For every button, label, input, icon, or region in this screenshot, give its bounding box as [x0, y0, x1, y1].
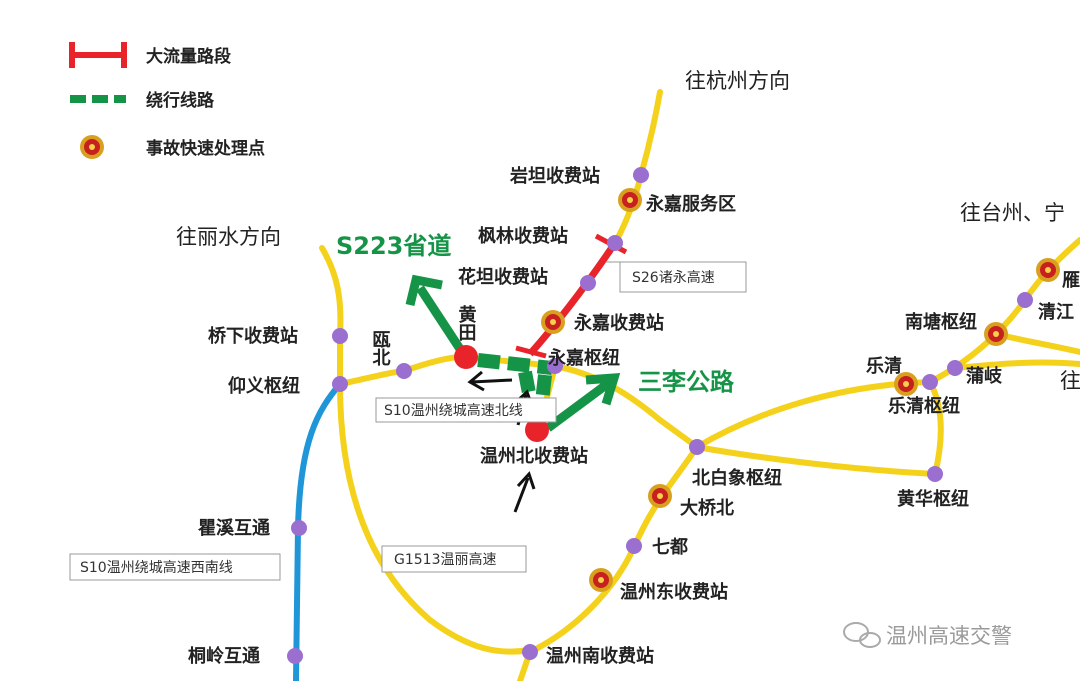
detour-arrows [405, 274, 621, 432]
direction-hangzhou: 往杭州方向 [685, 69, 790, 93]
label-beibaixiang: 北白象枢纽 [692, 467, 782, 489]
node-wenzhou-south [522, 644, 538, 660]
node-tongling [287, 648, 303, 664]
node-puqi [947, 360, 963, 376]
road-name-boxes: S26诸永高速 S10温州绕城高速北线 S10温州绕城高速西南线 G1513温丽… [69, 261, 747, 581]
label-qingjiang: 清江 [1038, 302, 1074, 323]
node-yongjia-hub [547, 358, 563, 374]
direction-lishui: 往丽水方向 [176, 225, 281, 249]
label-nantang: 南塘枢纽 [905, 311, 977, 333]
direction-taizhou: 往台州、宁 [960, 201, 1065, 225]
label-daqiaobei: 大桥北 [680, 497, 734, 519]
road-g1513-north [319, 245, 344, 387]
node-oubei [396, 363, 412, 379]
police-badge-icon [541, 310, 565, 334]
label-wenzhou-east: 温州东收费站 [620, 581, 728, 603]
node-huatan [580, 275, 596, 291]
node-qingjiang [1017, 292, 1033, 308]
node-yueqing-hub [922, 374, 938, 390]
legend: 大流量路段 绕行线路 事故快速处理点 [69, 42, 265, 159]
watermark-text: 温州高速交警 [886, 624, 1012, 648]
road-s10-north [337, 353, 700, 450]
node-huangtian [454, 345, 478, 369]
route-s223: S223省道 [336, 232, 451, 260]
node-qidu [626, 538, 642, 554]
road-yueqing-huanghua [927, 379, 944, 477]
police-badge-icon [648, 484, 672, 508]
road-to-huanghua [694, 444, 938, 477]
node-fenglin [607, 235, 623, 251]
label-yantan: 岩坦收费站 [509, 165, 600, 187]
label-huatan: 花坦收费站 [458, 266, 548, 288]
road-label-g1513: G1513温丽高速 [394, 551, 496, 568]
label-puqi: 蒲岐 [966, 365, 1003, 387]
road-branch-right2 [952, 359, 1080, 371]
label-huanghua: 黄华枢纽 [897, 488, 969, 510]
watermark: 温州高速交警 [843, 622, 1012, 648]
police-badge-icon [618, 188, 642, 212]
legend-heavy-label: 大流量路段 [146, 46, 231, 67]
nodes [287, 167, 1033, 664]
node-yantan [633, 167, 649, 183]
legend-accident-label: 事故快速处理点 [146, 138, 265, 159]
road-s10-southwest [293, 381, 343, 681]
police-badge-icon [1036, 258, 1060, 282]
label-wenzhou-north: 温州北收费站 [480, 445, 588, 467]
police-badge-icons [80, 135, 1060, 592]
police-badge-icon [589, 568, 613, 592]
label-yueqing-hub: 乐清枢纽 [888, 395, 960, 417]
traffic-direction-arrows [467, 370, 536, 513]
direction-right-edge: 往 [1060, 369, 1080, 393]
label-quxi: 瞿溪互通 [198, 518, 270, 539]
label-yongjia-toll: 永嘉收费站 [573, 312, 664, 334]
arrow-sanli [545, 373, 621, 432]
label-fenglin: 枫林收费站 [478, 225, 568, 247]
route-sanli: 三李公路 [638, 368, 735, 396]
road-label-s26: S26诸永高速 [632, 269, 715, 286]
heavy-traffic-segment [515, 233, 628, 359]
legend-heavy-icon [69, 42, 127, 68]
direction-labels: 往杭州方向 往丽水方向 往台州、宁 往 [176, 69, 1080, 393]
wechat-icon [843, 622, 881, 648]
node-qiaoxia [332, 328, 348, 344]
police-badge-icon [894, 372, 918, 396]
road-branch-right [993, 331, 1080, 355]
road-s26-north [612, 89, 663, 246]
label-wenzhou-south: 温州南收费站 [546, 645, 654, 667]
label-yangyi: 仰义枢纽 [228, 375, 300, 397]
label-oubei: 瓯北 [370, 330, 391, 366]
legend-detour-label: 绕行线路 [146, 90, 215, 111]
red-nodes [454, 345, 549, 442]
route-names: S223省道 三李公路 [336, 232, 735, 396]
station-labels: 岩坦收费站 永嘉服务区 枫林收费站 花坦收费站 永嘉收费站 永嘉枢纽 桥下收费站… [188, 165, 1080, 667]
road-label-s10-sw: S10温州绕城高速西南线 [80, 559, 233, 576]
label-yan: 雁 [1062, 270, 1080, 291]
label-yueqing: 乐清 [866, 356, 902, 377]
label-huangtian: 黄田 [456, 304, 477, 341]
label-qidu: 七都 [652, 537, 688, 558]
label-tongling: 桐岭互通 [188, 645, 260, 667]
arrow-s223 [405, 274, 466, 355]
police-badge-icon [80, 135, 104, 159]
node-yangyi [332, 376, 348, 392]
label-yongjia-hub: 永嘉枢纽 [547, 347, 620, 369]
node-wenzhou-north [525, 418, 549, 442]
road-label-s10-north: S10温州绕城高速北线 [384, 402, 523, 419]
label-yongjia-service: 永嘉服务区 [645, 193, 736, 215]
node-beibaixiang [689, 439, 705, 455]
road-g1513-south [337, 381, 533, 655]
node-huanghua [927, 466, 943, 482]
node-quxi [291, 520, 307, 536]
police-badge-icon [984, 322, 1008, 346]
label-qiaoxia: 桥下收费站 [208, 325, 298, 347]
